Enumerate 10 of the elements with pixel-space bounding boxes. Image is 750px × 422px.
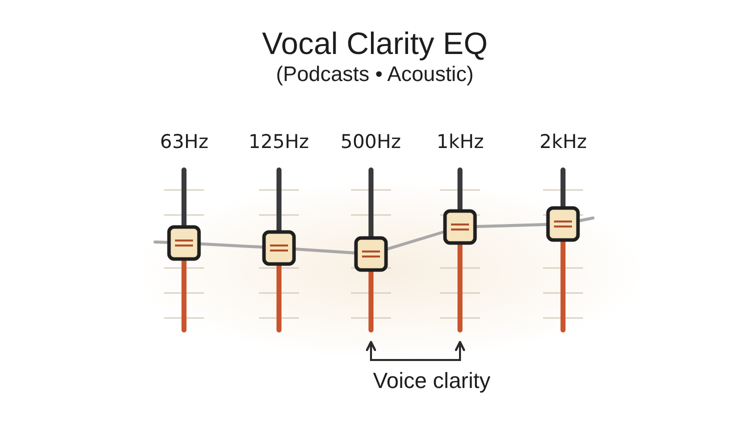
frequency-label: 500Hz xyxy=(340,132,402,154)
arrow xyxy=(366,340,416,361)
frequency-label: 1kHz xyxy=(436,132,484,154)
frequency-label: 63Hz xyxy=(160,132,208,154)
diagram-title: Vocal Clarity EQ xyxy=(262,26,488,62)
annotation-text: Voice clarity xyxy=(373,360,490,394)
frequency-label: 2kHz xyxy=(540,132,587,154)
frequency-label: 125Hz xyxy=(248,132,310,154)
subtitle-text: (Podcasts • Acoustic) xyxy=(276,63,474,88)
arrow xyxy=(416,340,466,361)
